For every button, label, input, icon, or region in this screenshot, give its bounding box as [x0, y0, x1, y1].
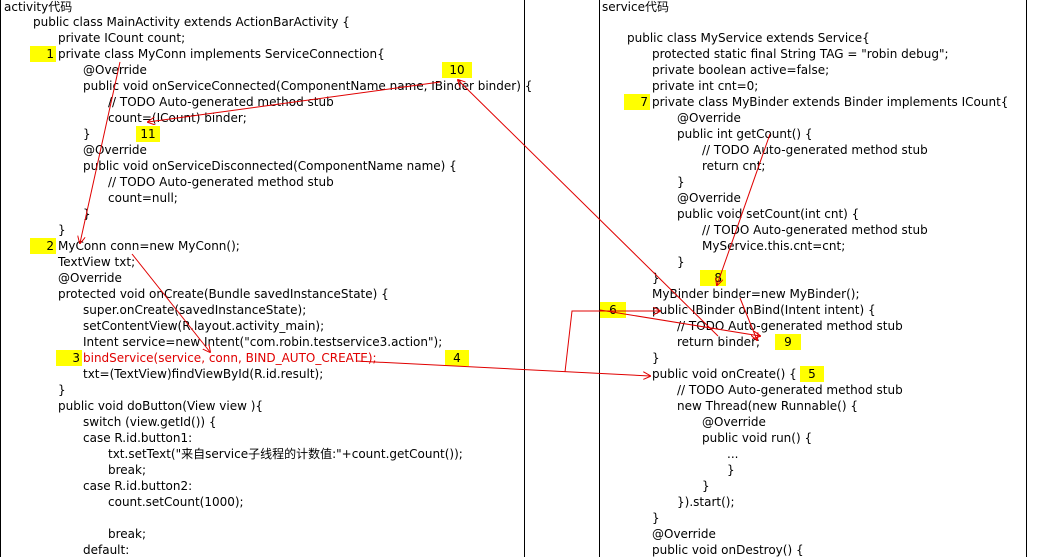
code-line: public void onServiceDisconnected(Compon… [83, 159, 457, 173]
code-line: public IBinder onBind(Intent intent) { [652, 303, 876, 317]
code-line: } [727, 463, 735, 477]
code-line: count=null; [108, 191, 178, 205]
step-badge-5: 5 [800, 366, 824, 382]
activity-code-header: activity代码 [4, 0, 73, 14]
code-line-bindservice: bindService(service, conn, BIND_AUTO_CRE… [83, 351, 377, 365]
code-line: private int cnt=0; [652, 79, 759, 93]
code-line: } [652, 511, 660, 525]
step-badge-1: 1 [30, 46, 56, 62]
code-line: @Override [677, 191, 741, 205]
code-line: // TODO Auto-generated method stub [702, 143, 928, 157]
code-line: switch (view.getId()) { [83, 415, 217, 429]
code-line: new Thread(new Runnable() { [677, 399, 858, 413]
code-line: } [702, 479, 710, 493]
code-line: Intent service=new Intent("com.robin.tes… [83, 335, 443, 349]
code-line: public class MainActivity extends Action… [33, 15, 350, 29]
code-line: txt=(TextView)findViewById(R.id.result); [83, 367, 324, 381]
code-line: public void setCount(int cnt) { [677, 207, 860, 221]
code-line: public int getCount() { [677, 127, 813, 141]
code-line: } [58, 223, 66, 237]
code-line: } [83, 127, 91, 141]
step-badge-2: 2 [30, 238, 56, 254]
code-line: } [652, 351, 660, 365]
code-line: setContentView(R.layout.activity_main); [83, 319, 325, 333]
code-line: public void onCreate() { [652, 367, 797, 381]
arrow-5-to-6 [564, 311, 660, 373]
code-line: }).start(); [677, 495, 735, 509]
divider-mid-right [599, 0, 600, 557]
code-line: protected static final String TAG = "rob… [652, 47, 949, 61]
code-line: default: [83, 543, 130, 557]
code-line: return binder; [677, 335, 761, 349]
code-line: MyBinder binder=new MyBinder(); [652, 287, 860, 301]
arrow-1-to-2 [80, 61, 121, 243]
code-line: private ICount count; [58, 31, 186, 45]
code-line: MyService.this.cnt=cnt; [702, 239, 846, 253]
code-line: // TODO Auto-generated method stub [677, 383, 903, 397]
code-line: break; [108, 463, 147, 477]
divider-right [1026, 0, 1027, 557]
code-line: ... [727, 447, 739, 461]
arrow-9-to-10 [458, 80, 719, 337]
code-line: } [652, 271, 660, 285]
code-line: public class MyService extends Service{ [627, 31, 870, 45]
code-line: @Override [83, 143, 147, 157]
code-line: @Override [83, 63, 147, 77]
code-line: // TODO Auto-generated method stub [677, 319, 903, 333]
code-line: @Override [652, 527, 716, 541]
step-badge-6: 6 [600, 302, 626, 318]
code-line: public void doButton(View view ){ [58, 399, 264, 413]
step-badge-10: 10 [442, 62, 472, 78]
code-line: break; [108, 527, 147, 541]
code-line: private class MyBinder extends Binder im… [652, 95, 1009, 109]
arrow-4-to-5 [355, 360, 650, 376]
arrow-6-to-9 [599, 309, 760, 336]
code-line: MyConn conn=new MyConn(); [58, 239, 240, 253]
code-line: case R.id.button2: [83, 479, 193, 493]
divider-left [0, 0, 1, 557]
code-line: public void run() { [702, 431, 813, 445]
step-badge-4: 4 [445, 350, 469, 366]
code-line: private boolean active=false; [652, 63, 830, 77]
code-line: @Override [58, 271, 122, 285]
code-line: @Override [677, 111, 741, 125]
code-line: } [677, 255, 685, 269]
code-line: // TODO Auto-generated method stub [108, 95, 334, 109]
arrow-2-to-3 [131, 253, 210, 352]
step-badge-11: 11 [136, 126, 160, 142]
code-line: public void onDestroy() { [652, 543, 804, 557]
step-badge-3: 3 [56, 350, 82, 366]
code-line: count.setCount(1000); [108, 495, 244, 509]
code-line: return cnt; [702, 159, 766, 173]
arrow-7-to-8 [717, 133, 771, 285]
step-badge-7: 7 [624, 94, 650, 110]
code-line: super.onCreate(savedInstanceState); [83, 303, 307, 317]
code-line: @Override [702, 415, 766, 429]
service-code-header: service代码 [602, 0, 669, 14]
code-line: case R.id.button1: [83, 431, 193, 445]
code-line: } [58, 383, 66, 397]
code-line: protected void onCreate(Bundle savedInst… [58, 287, 389, 301]
code-line: // TODO Auto-generated method stub [702, 223, 928, 237]
divider-mid-left [524, 0, 525, 557]
code-line: private class MyConn implements ServiceC… [58, 47, 385, 61]
code-line: } [677, 175, 685, 189]
step-badge-9: 9 [775, 334, 801, 350]
code-line: TextView txt; [58, 255, 136, 269]
code-line: txt.setText("来自service子线程的计数值:"+count.ge… [108, 447, 463, 461]
code-line: // TODO Auto-generated method stub [108, 175, 334, 189]
arrow-10-to-11 [148, 81, 441, 122]
